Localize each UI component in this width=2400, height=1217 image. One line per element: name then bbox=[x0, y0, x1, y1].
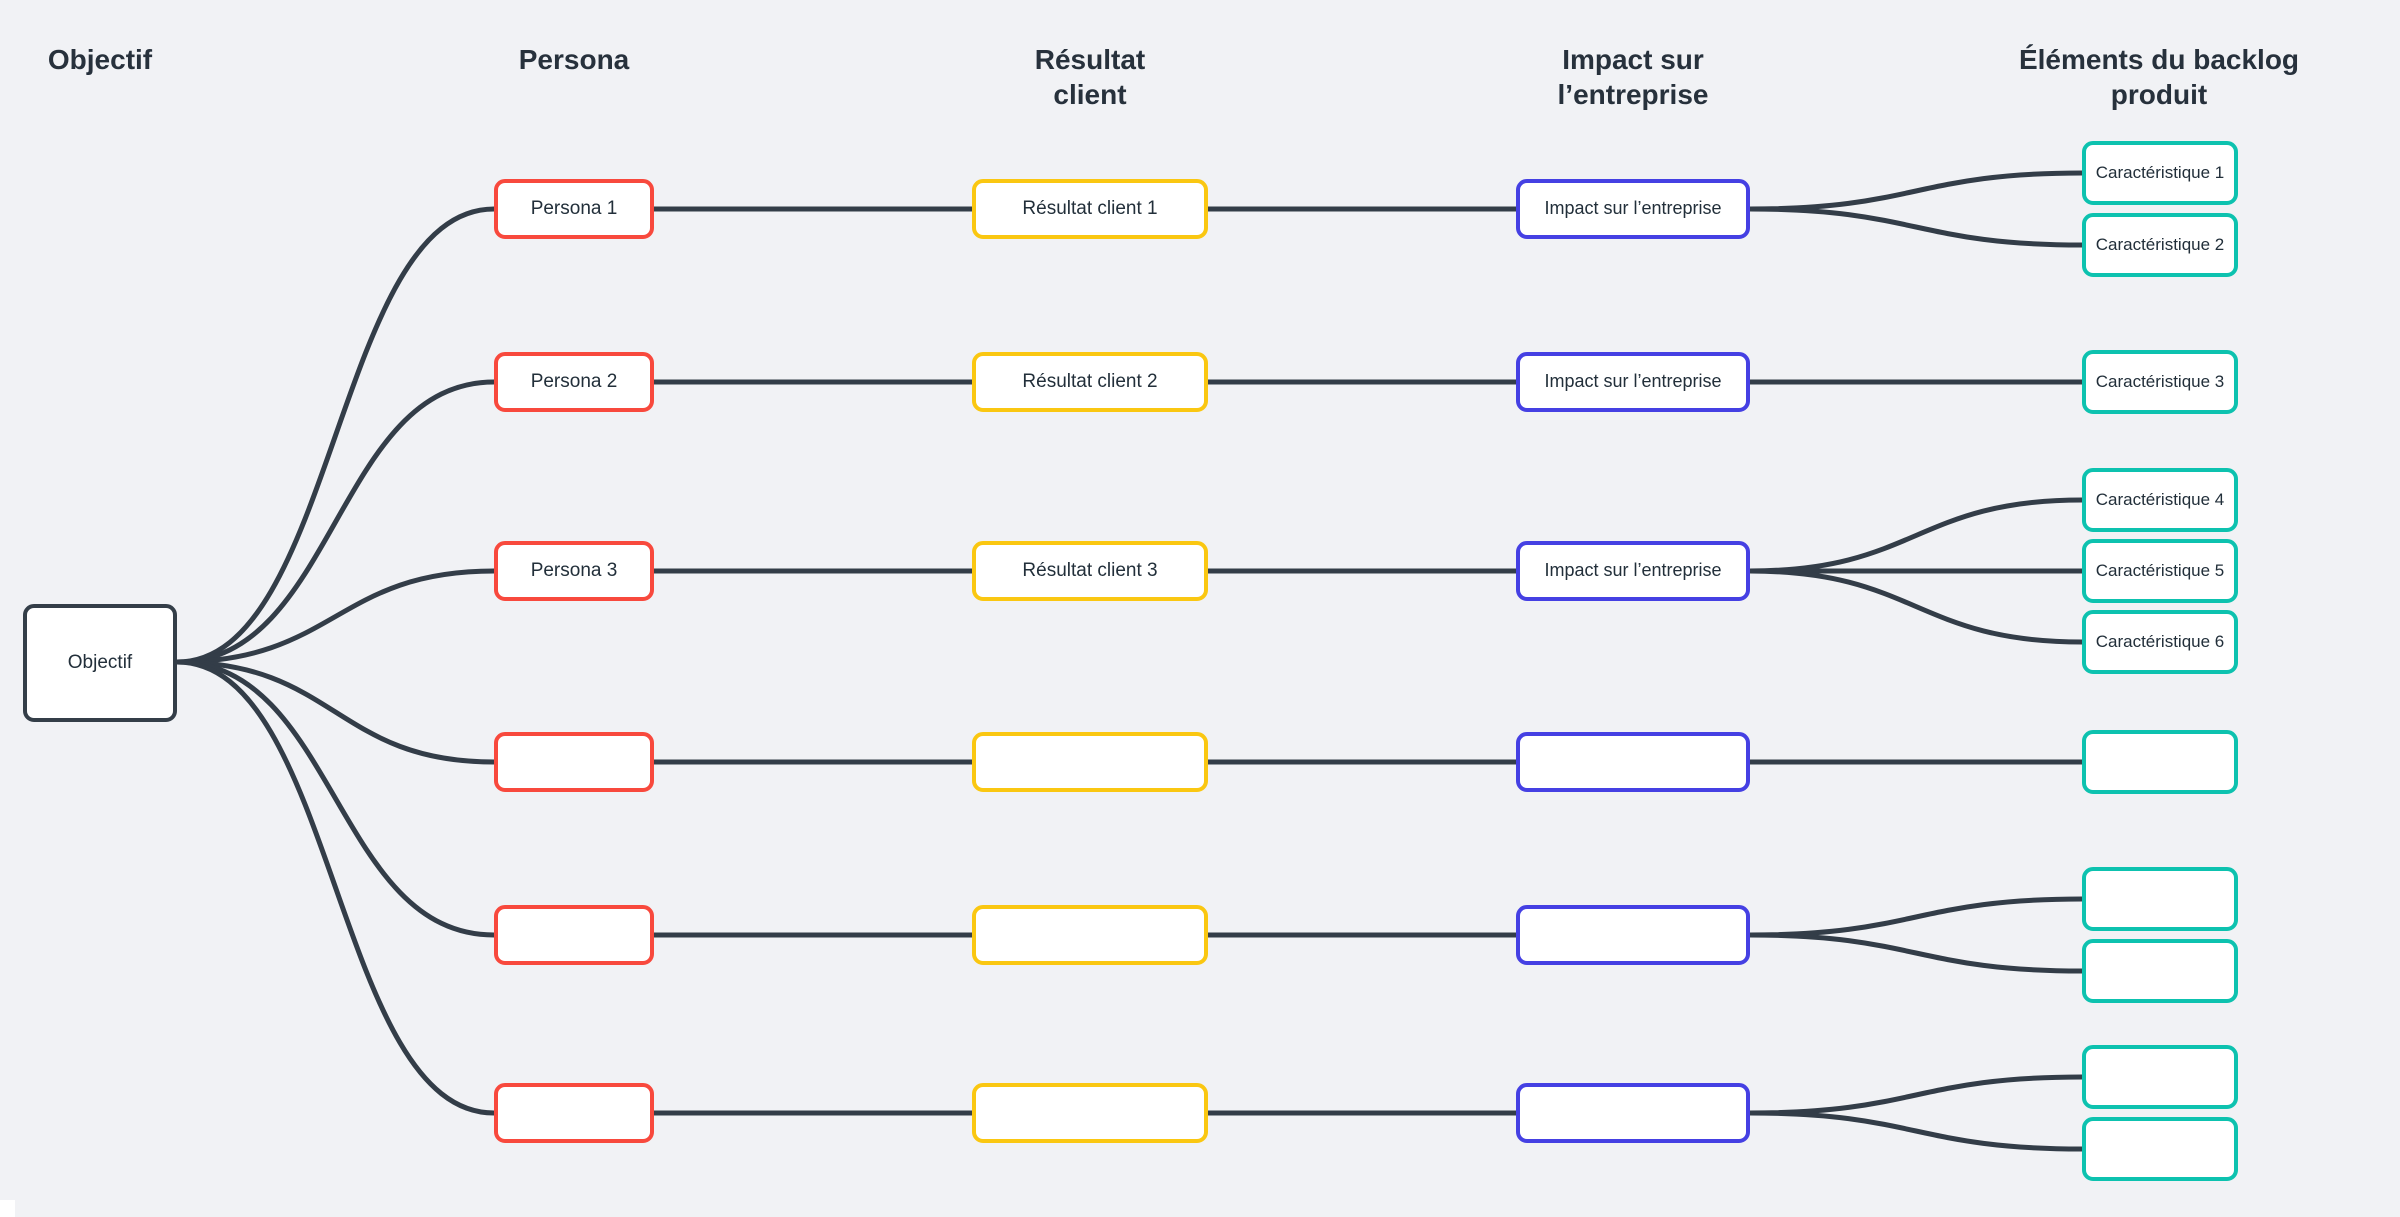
node-impact-entreprise-2[interactable]: Impact sur l’entreprise bbox=[1516, 352, 1750, 412]
node-impact-entreprise-4[interactable] bbox=[1516, 732, 1750, 792]
connector-line bbox=[1747, 568, 2085, 645]
column-header-impact-entreprise: Impact sur l’entreprise bbox=[1558, 42, 1709, 112]
connector-line bbox=[1747, 1110, 2085, 1152]
node-persona-3[interactable]: Persona 3 bbox=[494, 541, 654, 601]
node-backlog-3-3[interactable]: Caractéristique 6 bbox=[2082, 610, 2238, 674]
node-objectif-label: Objectif bbox=[67, 651, 133, 673]
node-persona-2[interactable]: Persona 2 bbox=[494, 352, 654, 412]
connector-line bbox=[174, 659, 497, 1116]
node-persona-1-label: Persona 1 bbox=[530, 197, 618, 219]
column-header-objectif: Objectif bbox=[48, 42, 152, 77]
node-impact-entreprise-2-label: Impact sur l’entreprise bbox=[1544, 371, 1722, 392]
node-backlog-6-1[interactable] bbox=[2082, 1045, 2238, 1109]
node-impact-entreprise-6[interactable] bbox=[1516, 1083, 1750, 1143]
node-impact-entreprise-5[interactable] bbox=[1516, 905, 1750, 965]
connector-line bbox=[1747, 206, 2085, 248]
connector-line bbox=[174, 379, 497, 665]
node-backlog-1-1-label: Caractéristique 1 bbox=[2095, 162, 2225, 182]
connector-line bbox=[174, 206, 497, 665]
connector-line bbox=[1747, 896, 2085, 938]
node-backlog-6-2[interactable] bbox=[2082, 1117, 2238, 1181]
node-backlog-1-2-label: Caractéristique 2 bbox=[2095, 234, 2225, 254]
node-persona-3-label: Persona 3 bbox=[530, 559, 618, 581]
connector-line bbox=[1747, 497, 2085, 574]
node-backlog-5-1[interactable] bbox=[2082, 867, 2238, 931]
node-persona-5[interactable] bbox=[494, 905, 654, 965]
node-resultat-client-2-label: Résultat client 2 bbox=[1022, 370, 1158, 392]
node-resultat-client-2[interactable]: Résultat client 2 bbox=[972, 352, 1208, 412]
node-impact-entreprise-3-label: Impact sur l’entreprise bbox=[1544, 560, 1722, 581]
node-resultat-client-1-label: Résultat client 1 bbox=[1022, 197, 1158, 219]
node-backlog-2-1[interactable]: Caractéristique 3 bbox=[2082, 350, 2238, 414]
header-line: Impact sur bbox=[1562, 44, 1704, 75]
column-header-persona: Persona bbox=[519, 42, 630, 77]
header-line: Résultat bbox=[1034, 44, 1146, 75]
header-line: Éléments du backlog bbox=[2018, 44, 2300, 75]
canvas-corner bbox=[0, 1200, 15, 1217]
node-impact-entreprise-1-label: Impact sur l’entreprise bbox=[1544, 198, 1722, 219]
header-line: client bbox=[1053, 79, 1127, 110]
node-persona-2-label: Persona 2 bbox=[530, 370, 618, 392]
node-impact-entreprise-1[interactable]: Impact sur l’entreprise bbox=[1516, 179, 1750, 239]
node-backlog-1-1[interactable]: Caractéristique 1 bbox=[2082, 141, 2238, 205]
node-backlog-5-2[interactable] bbox=[2082, 939, 2238, 1003]
node-backlog-1-2[interactable]: Caractéristique 2 bbox=[2082, 213, 2238, 277]
column-header-backlog-produit: Éléments du backlog produit bbox=[2019, 42, 2299, 112]
connector-line bbox=[1747, 1074, 2085, 1116]
node-backlog-3-1-label: Caractéristique 4 bbox=[2095, 489, 2225, 509]
node-backlog-3-2[interactable]: Caractéristique 5 bbox=[2082, 539, 2238, 603]
node-resultat-client-5[interactable] bbox=[972, 905, 1208, 965]
node-resultat-client-6[interactable] bbox=[972, 1083, 1208, 1143]
node-persona-6[interactable] bbox=[494, 1083, 654, 1143]
connector-line bbox=[174, 659, 497, 765]
node-backlog-4-1[interactable] bbox=[2082, 730, 2238, 794]
node-resultat-client-4[interactable] bbox=[972, 732, 1208, 792]
connector-line bbox=[1747, 170, 2085, 212]
connector-line bbox=[174, 568, 497, 665]
node-resultat-client-1[interactable]: Résultat client 1 bbox=[972, 179, 1208, 239]
node-persona-1[interactable]: Persona 1 bbox=[494, 179, 654, 239]
connector-line bbox=[1747, 932, 2085, 974]
header-line: Objectif bbox=[47, 44, 153, 75]
node-persona-4[interactable] bbox=[494, 732, 654, 792]
node-backlog-2-1-label: Caractéristique 3 bbox=[2095, 371, 2225, 391]
node-backlog-3-3-label: Caractéristique 6 bbox=[2095, 631, 2225, 651]
header-line: Persona bbox=[518, 44, 630, 75]
connector-line bbox=[174, 659, 497, 938]
node-impact-entreprise-3[interactable]: Impact sur l’entreprise bbox=[1516, 541, 1750, 601]
node-resultat-client-3-label: Résultat client 3 bbox=[1022, 559, 1158, 581]
header-line: l’entreprise bbox=[1557, 79, 1709, 110]
node-objectif[interactable]: Objectif bbox=[23, 604, 177, 722]
node-backlog-3-2-label: Caractéristique 5 bbox=[2095, 560, 2225, 580]
header-line: produit bbox=[2110, 79, 2208, 110]
node-backlog-3-1[interactable]: Caractéristique 4 bbox=[2082, 468, 2238, 532]
column-header-resultat-client: Résultat client bbox=[1035, 42, 1145, 112]
node-resultat-client-3[interactable]: Résultat client 3 bbox=[972, 541, 1208, 601]
